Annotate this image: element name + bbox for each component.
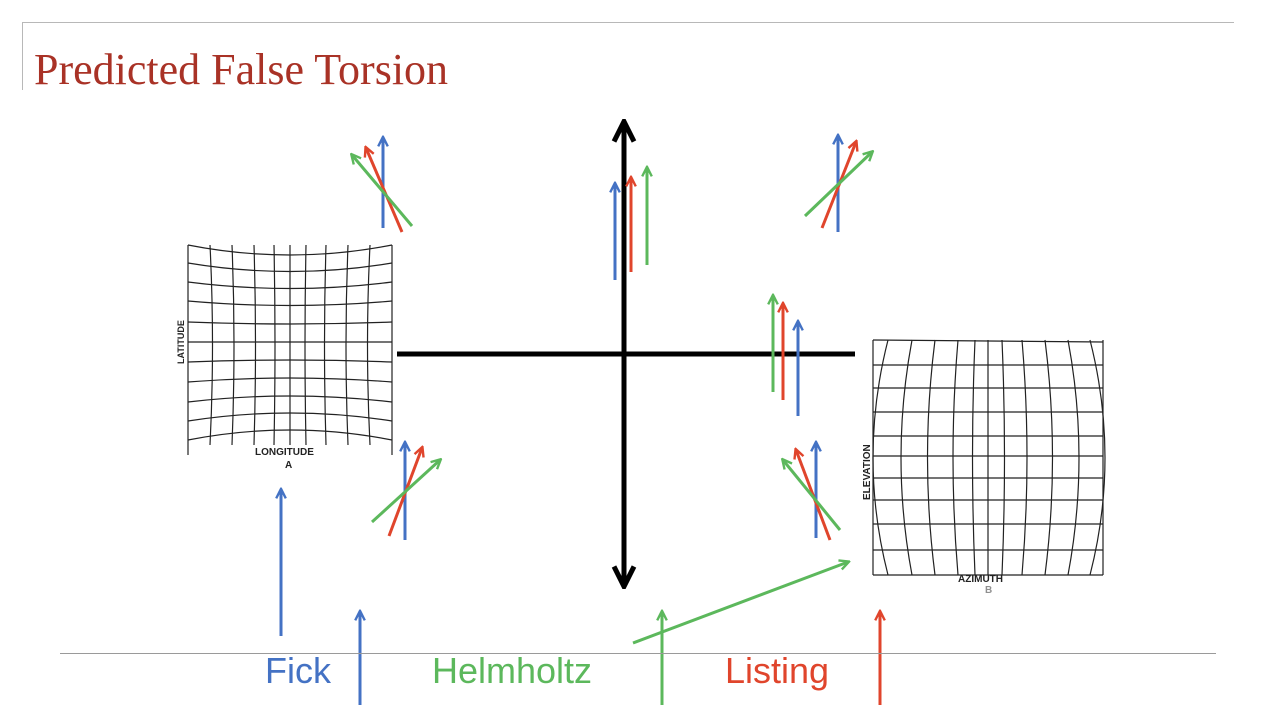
slide-frame-bottom [60,653,1216,654]
right-grid-ylabel: ELEVATION [862,444,873,500]
helmholtz-label: Helmholtz [432,650,593,691]
legend-pointer-arrows [281,490,880,705]
slide-title: Predicted False Torsion [34,45,449,94]
right-grid-sublabel: B [985,585,992,596]
left-grid-xlabel: LONGITUDE [255,447,314,458]
arrow-cluster-top-right [803,136,872,232]
central-axes [397,124,855,584]
listing-arrow [366,148,404,233]
arrow-cluster-top-center [615,168,647,280]
helmholtz-arrow [370,460,440,524]
arrow-cluster-middle-right [773,296,798,416]
azimuth-elevation-grid [872,339,1106,576]
longitude-latitude-grid [187,244,393,455]
listing-label: Listing [725,650,830,691]
slide-frame-top [22,22,1234,23]
left-grid-sublabel: A [285,460,292,471]
helmholtz-arrow [352,155,414,227]
fick-label: Fick [265,650,331,691]
arrow-cluster-bottom-right [783,443,842,541]
arrow-cluster-bottom-left [370,443,440,540]
helmholtz-arrow [803,152,872,218]
left-grid-ylabel: LATITUDE [176,320,186,364]
slide-frame-left [22,22,23,90]
right-grid-xlabel: AZIMUTH [958,574,1003,585]
helmholtz-arrow [783,460,842,531]
helmholtz-diagonal-arrow [632,562,848,645]
arrow-cluster-top-left [352,138,414,233]
